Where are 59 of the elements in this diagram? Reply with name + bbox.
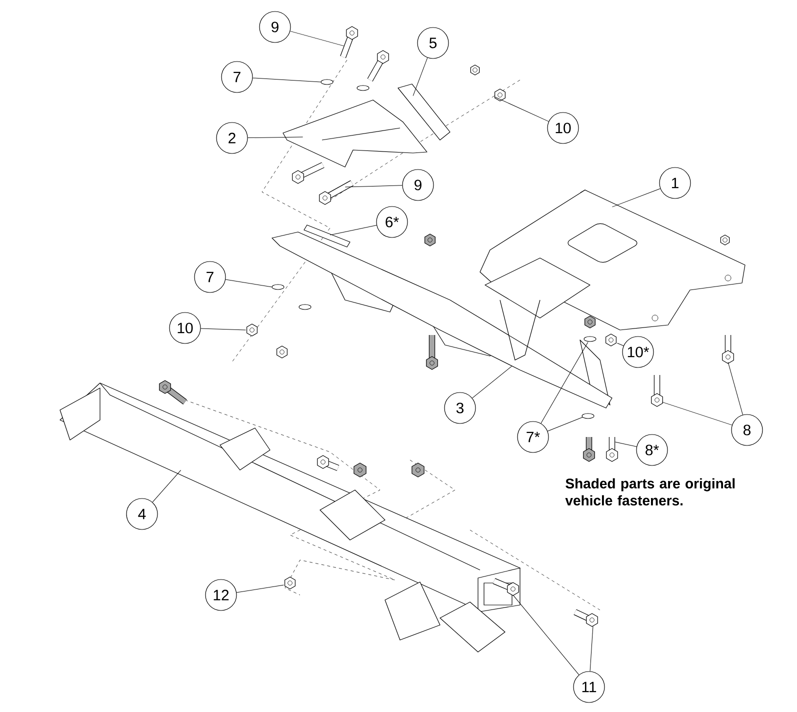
leader-line	[547, 416, 584, 432]
bolt	[340, 26, 358, 58]
bolt	[574, 609, 598, 627]
callout-number: 6*	[376, 206, 408, 238]
nut	[246, 324, 258, 336]
leader-line	[225, 279, 272, 288]
bolt	[722, 335, 734, 364]
plate	[304, 224, 350, 248]
washer	[272, 284, 284, 290]
leader-line	[540, 342, 588, 424]
leader-line	[612, 188, 660, 208]
callout-number: 8	[731, 414, 763, 446]
callout-number: 11	[573, 671, 605, 703]
bolt	[651, 375, 663, 407]
callout-number: 2	[216, 122, 248, 154]
leader-line	[494, 96, 549, 122]
leader-line	[290, 30, 344, 46]
leader-line	[472, 366, 512, 398]
leader-line	[614, 442, 637, 447]
leader-line	[200, 328, 246, 330]
nut	[606, 334, 616, 346]
leader-line	[344, 185, 402, 188]
bolt	[606, 437, 618, 462]
callout-number: 9	[402, 169, 434, 201]
callout-number: 7*	[517, 421, 549, 453]
bolt	[292, 162, 324, 184]
callout-number: 12	[205, 579, 237, 611]
washer	[584, 336, 596, 342]
leader-line	[662, 402, 732, 426]
leader-line	[248, 136, 304, 138]
leader-line	[412, 58, 428, 96]
washer	[320, 79, 334, 85]
bolt	[492, 578, 519, 596]
callout-number: 10	[169, 312, 201, 344]
callout-number: 7	[194, 261, 226, 293]
plate	[398, 84, 450, 140]
callout-number: 5	[417, 27, 449, 59]
callout-number: 1	[659, 167, 691, 199]
leader-line	[330, 225, 377, 236]
leader-line	[252, 78, 322, 82]
nut	[284, 576, 296, 590]
bolt	[367, 50, 389, 82]
bolt	[319, 180, 354, 205]
nut	[494, 88, 506, 102]
washer	[582, 413, 594, 419]
callout-number: 10*	[622, 336, 654, 368]
callout-number: 7	[221, 61, 253, 93]
note-text: Shaded parts are original vehicle fasteners.	[565, 478, 735, 506]
leader-line	[616, 342, 624, 346]
callout-number: 9	[259, 11, 291, 43]
callout-number: 4	[126, 498, 158, 530]
leader-line	[590, 626, 594, 672]
leader-line	[236, 584, 284, 593]
leader-line	[728, 362, 743, 416]
callout-number: 8*	[636, 434, 668, 466]
callout-number: 3	[444, 392, 476, 424]
leader-line	[152, 470, 182, 502]
callout-number: 10	[547, 112, 579, 144]
leader-line	[512, 594, 580, 676]
